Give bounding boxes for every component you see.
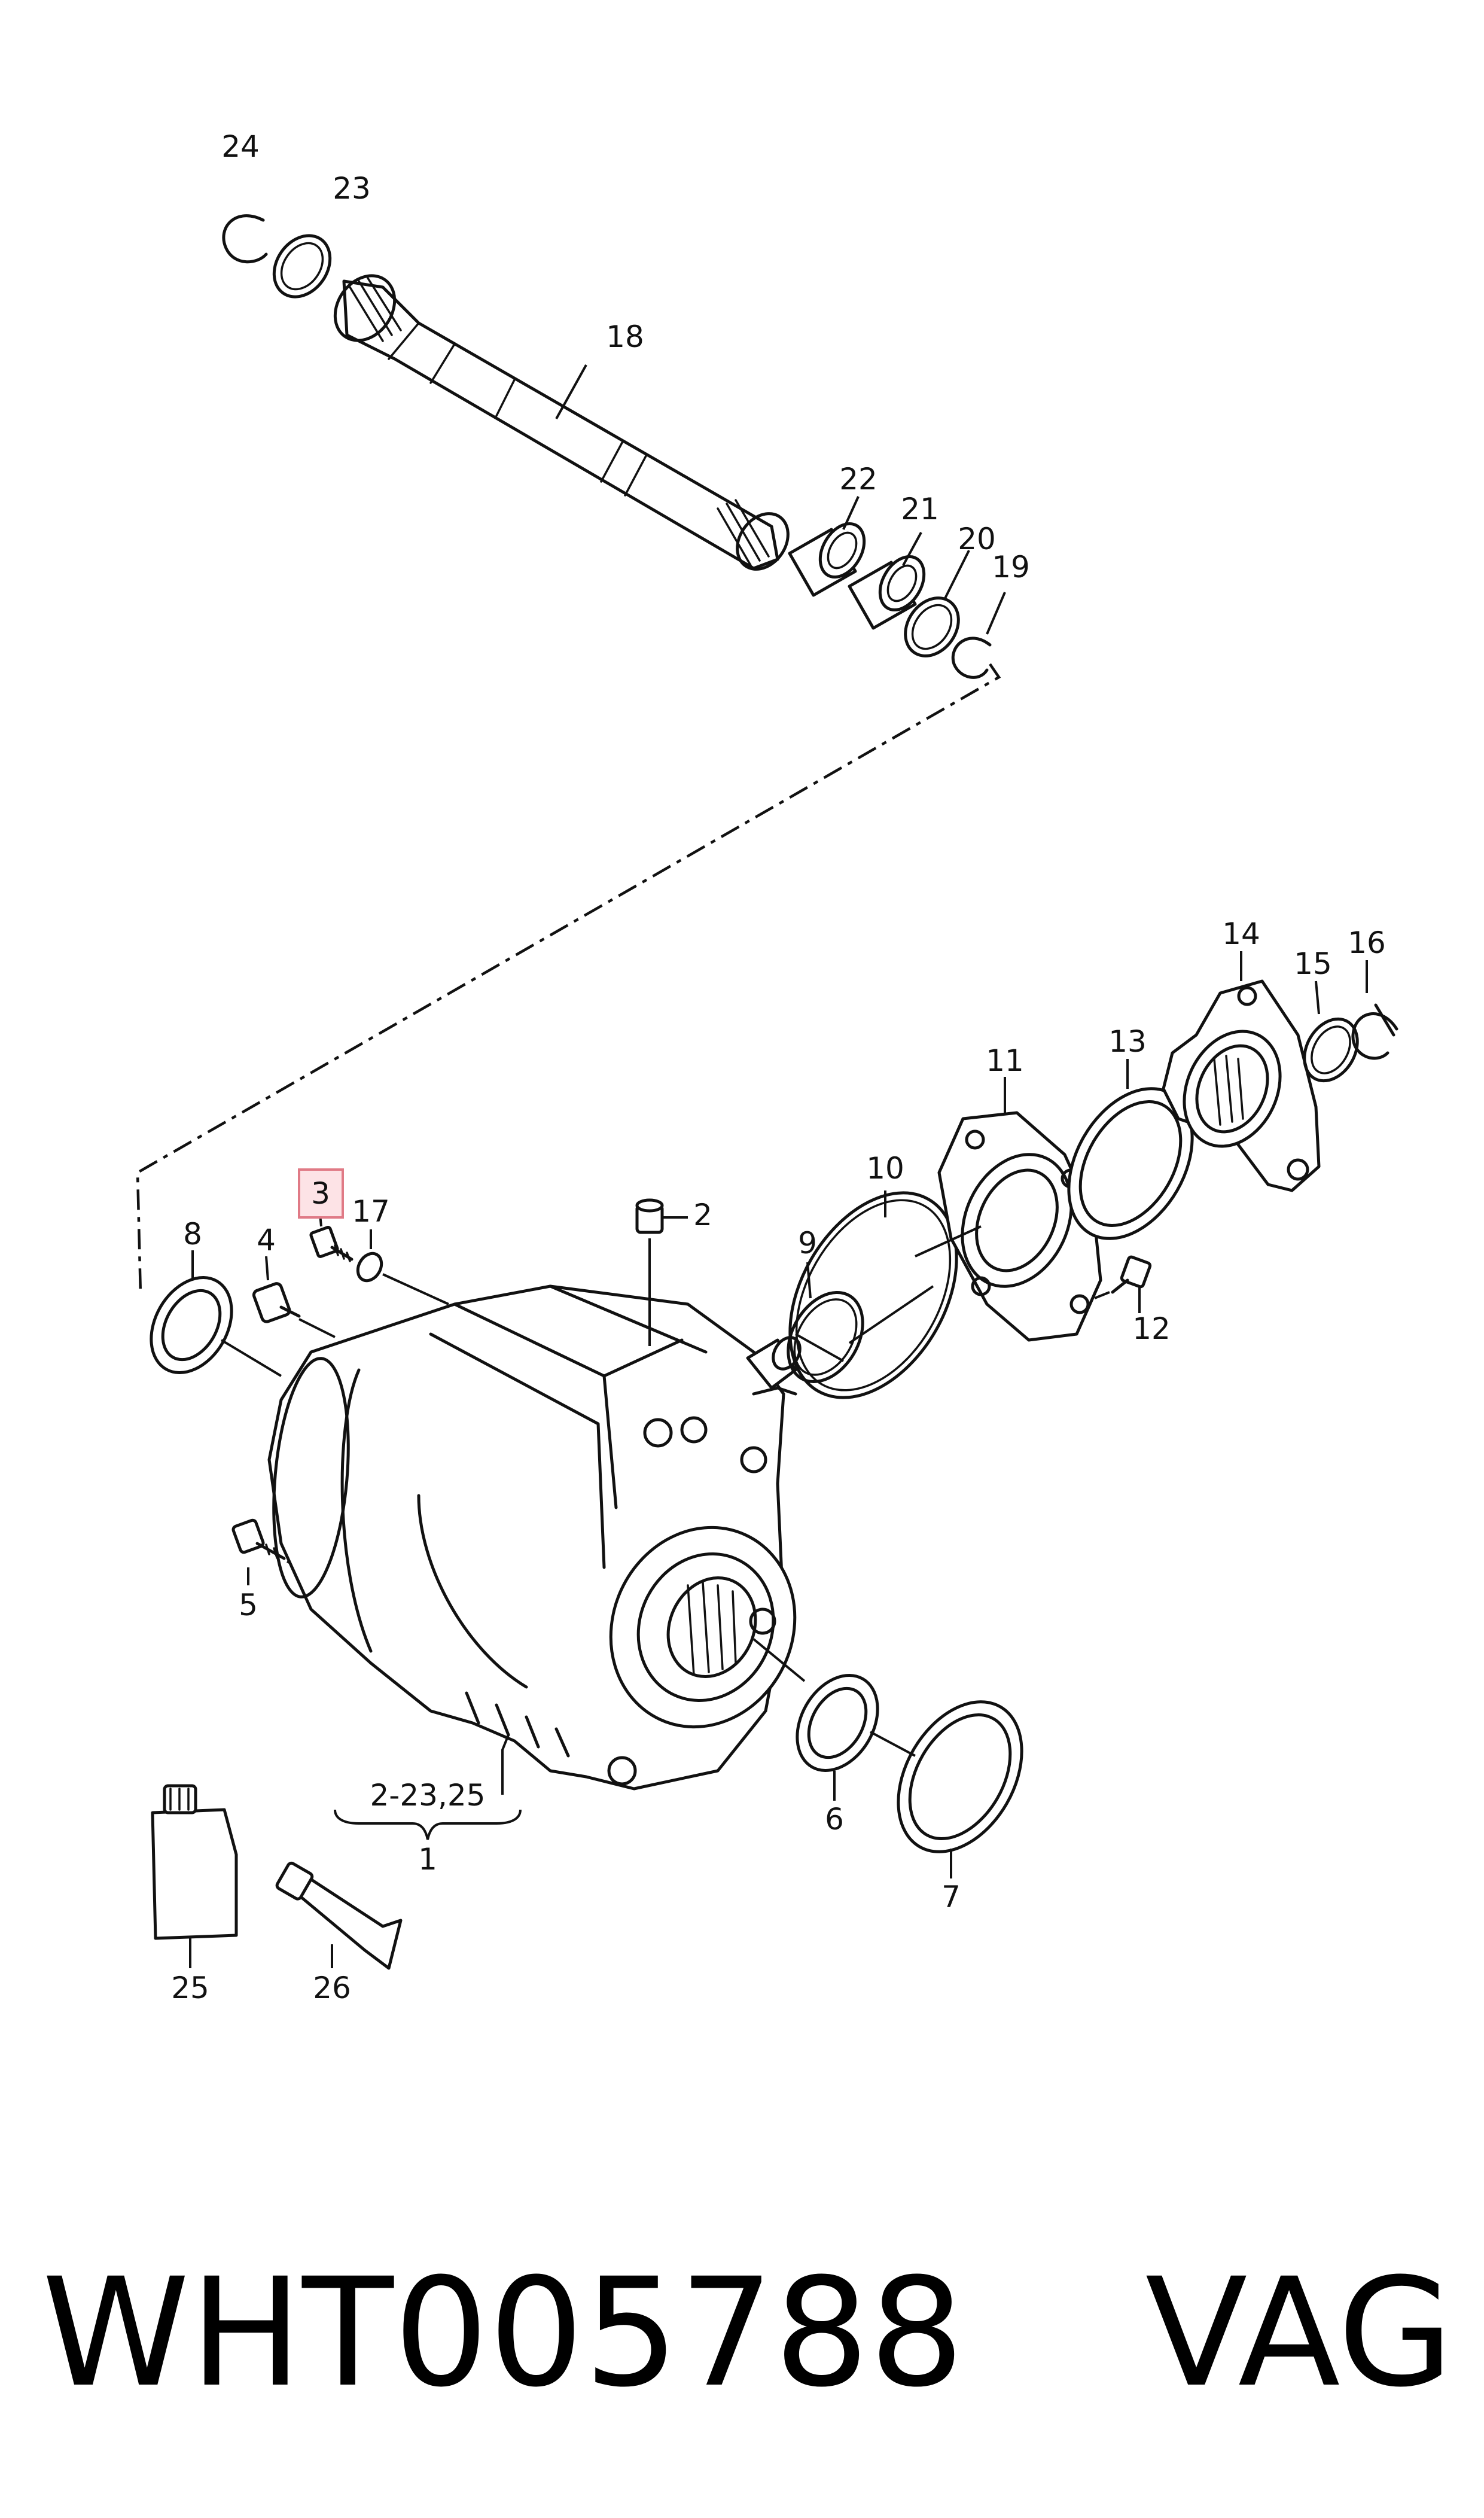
callout-2: 2 <box>693 1198 712 1232</box>
callout-6: 6 <box>825 1802 844 1837</box>
callout-21: 21 <box>901 492 939 526</box>
callout-10: 10 <box>866 1151 904 1186</box>
o-ring-10 <box>788 1191 958 1399</box>
callout-5: 5 <box>239 1588 258 1622</box>
bolt-3 <box>309 1202 354 1262</box>
callout-24: 24 <box>221 129 260 164</box>
callout-16: 16 <box>1348 925 1386 960</box>
assembly-bracket <box>334 1734 522 1840</box>
callout-15: 15 <box>1294 946 1332 981</box>
callout-19: 19 <box>992 550 1030 584</box>
callout-20: 20 <box>958 522 996 556</box>
seal-ring-23 <box>272 234 332 299</box>
flange-14 <box>1162 951 1321 1192</box>
seal-ring-15 <box>1303 981 1359 1083</box>
part-number-footer: WHT005788 VAG <box>24 2213 1459 2453</box>
drive-shaft-18 <box>333 274 790 571</box>
part-number: WHT005788 <box>42 2246 965 2420</box>
callout-23: 23 <box>333 171 371 206</box>
needle-bearing-22 <box>788 496 866 597</box>
flange-housing-11 <box>915 1077 1102 1342</box>
callout-9: 9 <box>798 1226 817 1260</box>
brand-name: VAG <box>1145 2246 1453 2420</box>
seal-7 <box>870 1700 1023 1878</box>
callout-4: 4 <box>257 1223 276 1258</box>
callout-7: 7 <box>941 1880 961 1914</box>
circlip-24 <box>222 214 268 264</box>
callout-18: 18 <box>606 319 644 354</box>
callout-11: 11 <box>986 1043 1024 1078</box>
callout-14: 14 <box>1222 917 1260 951</box>
callout-1: 1 <box>418 1842 437 1877</box>
callout-13: 13 <box>1108 1024 1147 1059</box>
callout-22: 22 <box>839 462 877 497</box>
bolt-12 <box>1094 1255 1152 1313</box>
seal-ring-20 <box>904 550 970 657</box>
highlight-box-3 <box>298 1168 344 1219</box>
circlip-19 <box>951 592 1006 679</box>
callout-26: 26 <box>313 1971 351 2005</box>
callout-25: 25 <box>171 1971 209 2005</box>
circlip-16 <box>1351 960 1398 1060</box>
range-label: 2-23,25 <box>370 1778 486 1813</box>
callout-17: 17 <box>352 1194 390 1229</box>
seal-6 <box>752 1638 879 1801</box>
seal-13 <box>1067 1059 1194 1240</box>
seal-8 <box>150 1250 282 1377</box>
oil-bottle-25 <box>151 1784 238 1968</box>
plug-2 <box>635 1198 688 1346</box>
callout-12: 12 <box>1132 1311 1171 1346</box>
ring-17 <box>356 1229 449 1305</box>
callout-8: 8 <box>183 1217 202 1252</box>
callout-3: 3 <box>311 1176 330 1211</box>
gearbox-housing-1 <box>267 1284 802 1791</box>
plug-4 <box>252 1256 336 1338</box>
grease-tube-26 <box>275 1861 403 1970</box>
needle-bearing-21 <box>848 532 926 630</box>
